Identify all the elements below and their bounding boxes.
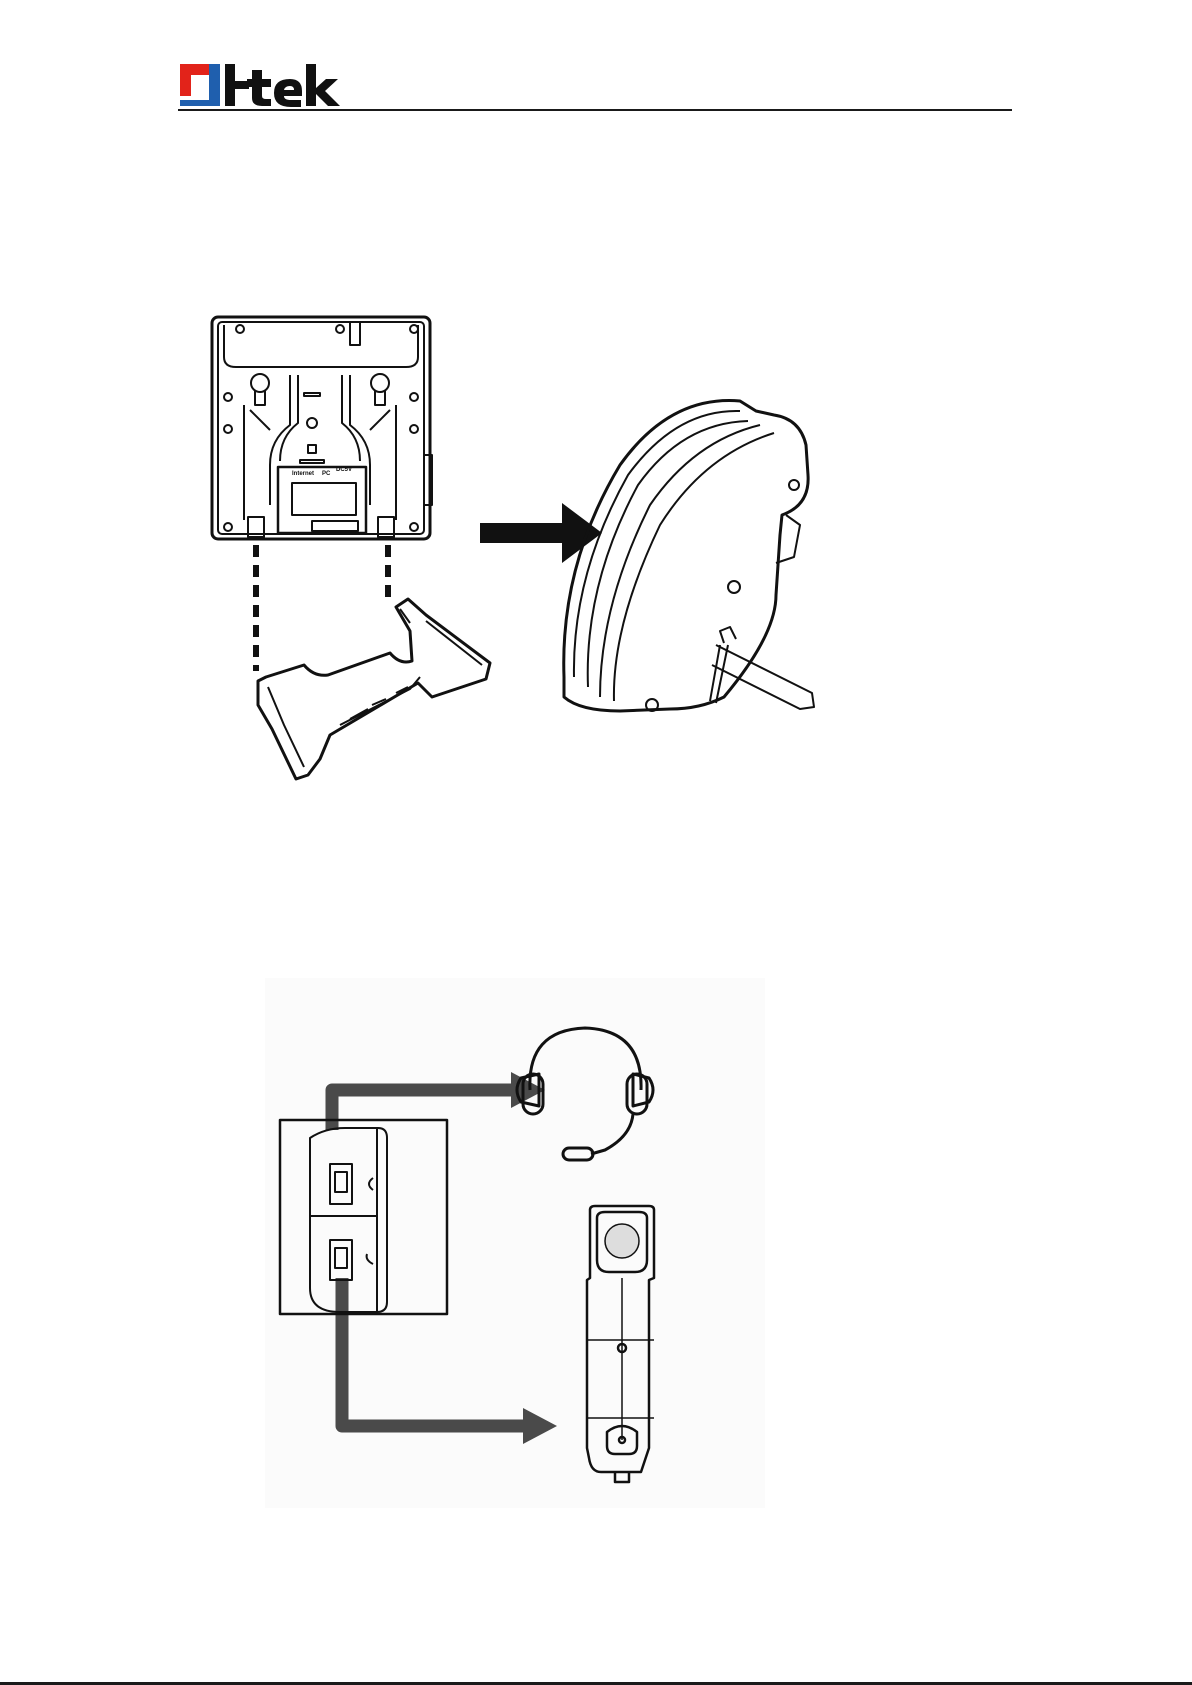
headset-port: [330, 1164, 352, 1204]
stand-attachment-figure: Internet PC DC5V: [200, 305, 840, 790]
handset-connection-arrow: [342, 1278, 557, 1444]
headset-connection-arrow: [332, 1072, 545, 1130]
htek-logo: [178, 62, 363, 108]
handset-port-icon: [367, 1254, 373, 1264]
handset-port: [330, 1240, 352, 1280]
keyhole-slot-left: [251, 374, 269, 405]
port-label-internet: Internet: [292, 471, 314, 477]
port-label-power: DC5V: [336, 467, 352, 473]
headset-port-icon: [369, 1178, 373, 1190]
logo-h-bar: [225, 64, 235, 106]
header-rule: [178, 109, 1012, 111]
stand-illustration: [258, 599, 490, 779]
keyhole-slot-right: [371, 374, 389, 405]
headset-handset-connection-figure: [265, 978, 765, 1508]
logo-red-mark: [180, 64, 210, 96]
port-label-pc: PC: [322, 471, 331, 477]
handset-illustration: [587, 1206, 654, 1482]
handset-speaker-grille: [605, 1224, 639, 1258]
logo-t: [247, 70, 271, 106]
phone-side-illustration: [564, 401, 814, 711]
logo-k: [306, 64, 340, 106]
logo-e: [274, 79, 302, 107]
phone-back-illustration: Internet PC DC5V: [212, 317, 432, 539]
attach-arrow: [480, 503, 602, 563]
port-panel-illustration: [280, 1120, 447, 1314]
